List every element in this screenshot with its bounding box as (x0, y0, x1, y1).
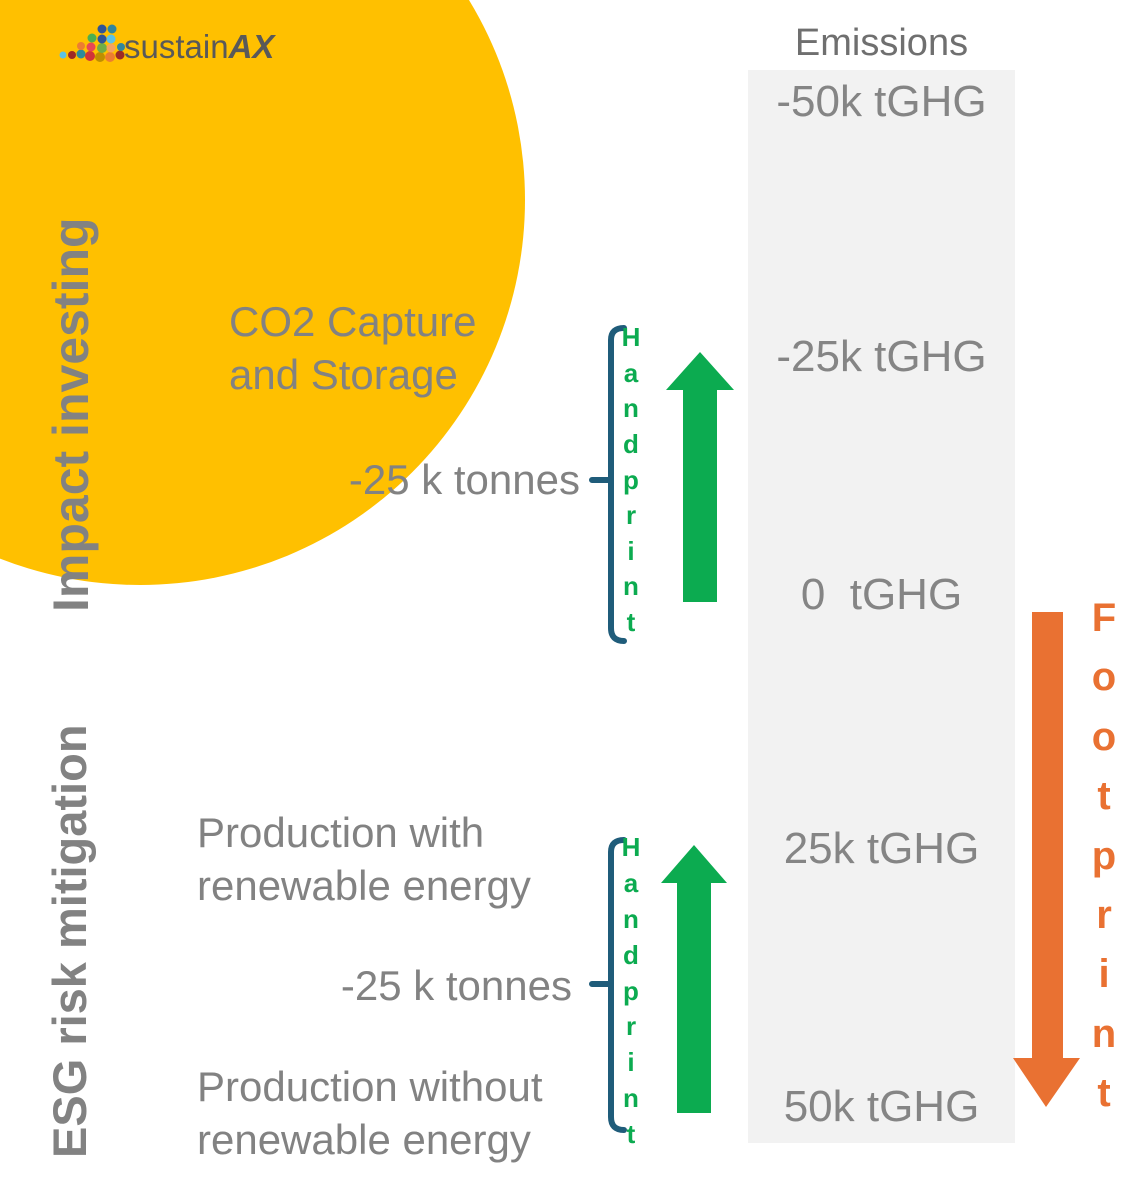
tick-zero: 0 tGHG (800, 570, 963, 619)
emissions-axis-title: Emissions (794, 22, 969, 64)
production-without-line2: renewable energy (197, 1116, 531, 1163)
stacked-letter: n (623, 903, 639, 934)
tick-minus-50k: -50k tGHG (776, 77, 987, 126)
co2-capture-line2: and Storage (229, 351, 458, 398)
logo-dot (107, 24, 117, 34)
stacked-letter: p (623, 975, 639, 1006)
stacked-letter: a (623, 867, 639, 898)
stacked-letter: t (1097, 1071, 1111, 1115)
logo-dot (59, 51, 67, 59)
stacked-letter: n (623, 571, 639, 602)
stacked-letter: H (621, 832, 641, 862)
yellow-circle (0, 0, 525, 585)
emissions-scale-band (748, 70, 1015, 1143)
stacked-letter: i (627, 1047, 635, 1078)
section-label-impact-investing: Impact investing (43, 217, 99, 612)
logo-dot (117, 43, 125, 51)
stacked-letter: i (627, 535, 635, 566)
logo-dot (76, 49, 86, 59)
logo-dot (106, 34, 116, 44)
logo-dot (77, 42, 85, 50)
co2-capture-label: CO2 Capture and Storage (229, 295, 476, 401)
logo-dot (105, 52, 115, 62)
brand-name-regular: sustain (124, 28, 229, 65)
brand-name-italic: AX (228, 28, 275, 65)
stacked-letter: i (1098, 952, 1110, 997)
tick-50k: 50k tGHG (783, 1082, 980, 1131)
stacked-letter: r (625, 1011, 637, 1042)
tick-25k: 25k tGHG (783, 824, 980, 873)
stacked-letter: o (1091, 655, 1117, 700)
co2-capture-line1: CO2 Capture (229, 298, 477, 345)
impact-value: -25 k tonnes (348, 456, 580, 503)
handprint-arrow-bottom-icon (661, 845, 727, 1113)
stacked-letter: H (621, 322, 641, 352)
stacked-letter: r (625, 500, 637, 531)
bracket-bottom-icon (589, 837, 627, 1133)
logo-dot (97, 34, 107, 44)
logo-dot (68, 51, 76, 59)
section-label-esg-risk-mitigation: ESG risk mitigation (43, 724, 96, 1158)
logo: sustainAX (55, 18, 274, 66)
stacked-letter: n (1091, 1011, 1117, 1056)
tick-minus-25k: -25k tGHG (776, 332, 987, 381)
stacked-letter: n (623, 393, 639, 424)
stacked-letter: r (1096, 892, 1112, 937)
footprint-arrow-icon (1013, 612, 1080, 1107)
stacked-letter: p (623, 464, 639, 495)
esg-value: -25 k tonnes (340, 962, 572, 1009)
brand-name: sustainAX (124, 28, 274, 66)
logo-dot (97, 43, 107, 53)
stacked-letter: n (623, 1083, 639, 1114)
handprint-arrow-top-icon (666, 352, 734, 602)
production-without-line1: Production without (197, 1063, 543, 1110)
logo-dot (115, 50, 125, 60)
stacked-letter: t (626, 607, 636, 637)
logo-dot (86, 42, 96, 52)
stacked-letter: o (1091, 714, 1117, 759)
stacked-letter: t (626, 1119, 636, 1149)
logo-dot (95, 52, 105, 62)
stacked-letter: F (1091, 596, 1117, 640)
bracket-top-icon (589, 325, 627, 644)
logo-dot (87, 33, 97, 43)
stacked-letter: d (623, 428, 639, 459)
stacked-letter: a (623, 357, 639, 388)
stacked-letter: d (623, 939, 639, 970)
production-with-label: Production with renewable energy (197, 806, 531, 912)
production-with-line2: renewable energy (197, 862, 531, 909)
stacked-letter: p (1091, 833, 1117, 878)
production-with-line1: Production with (197, 809, 485, 856)
logo-dot (106, 43, 116, 53)
production-without-label: Production without renewable energy (197, 1060, 543, 1166)
logo-dots-icon (59, 24, 125, 62)
logo-dot (85, 51, 95, 61)
logo-dot (97, 24, 107, 34)
stacked-letter: t (1097, 774, 1111, 819)
